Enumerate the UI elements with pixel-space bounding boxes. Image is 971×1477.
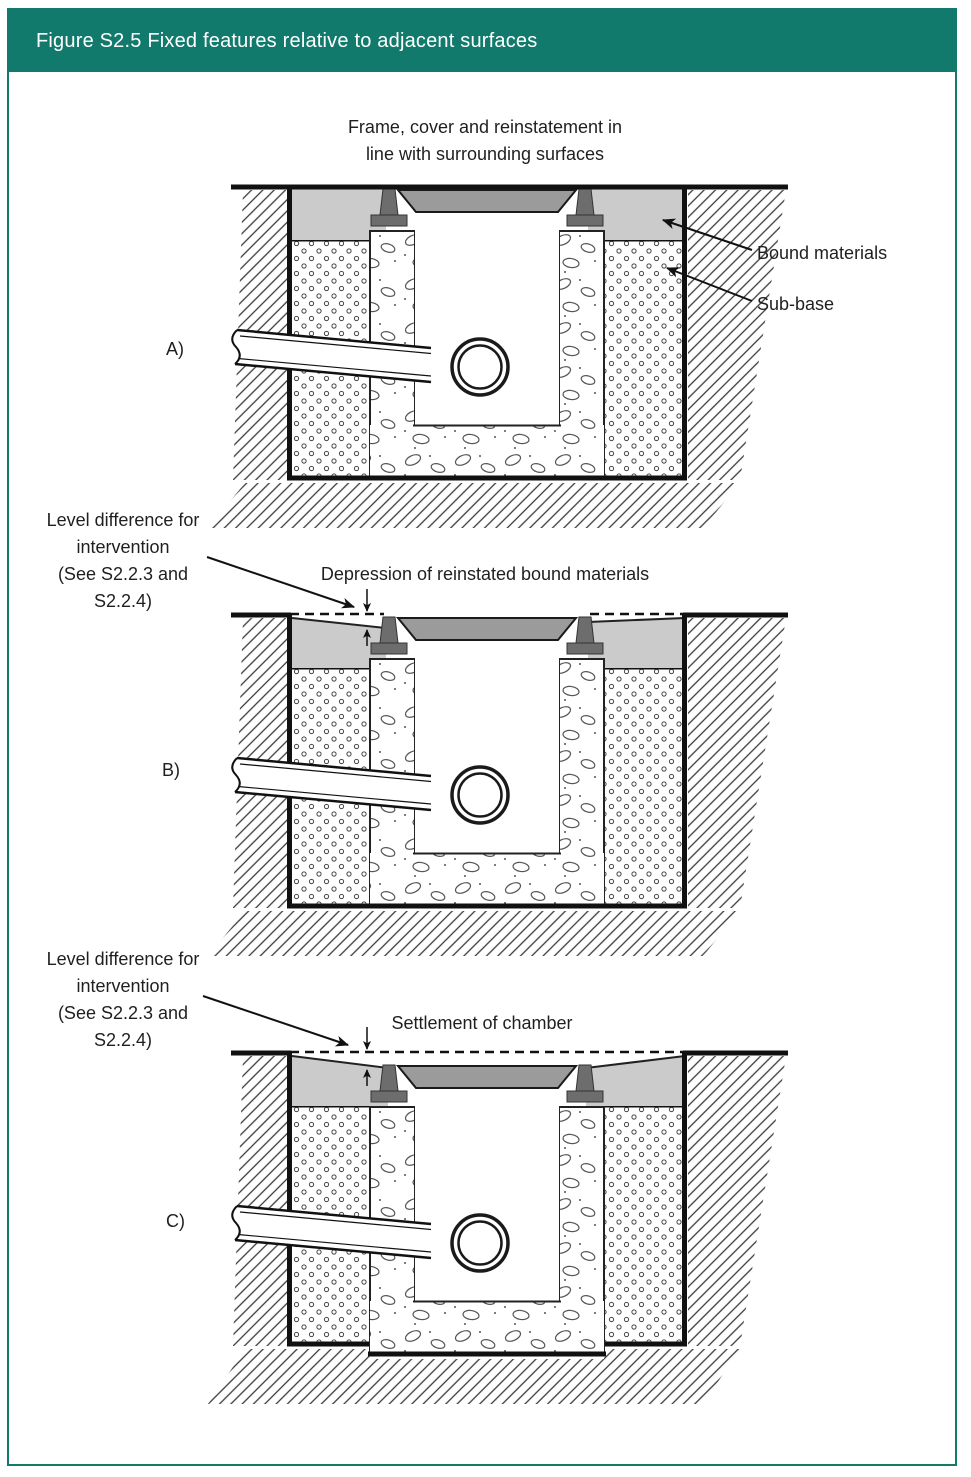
depressed-bound-materials: [292, 618, 386, 668]
bound-materials-layer: [586, 1056, 685, 1106]
ground-hatch: [208, 911, 740, 956]
diagram-c-caption: Settlement of chamber: [391, 1013, 573, 1033]
diagram-b-section: [206, 556, 788, 956]
depressed-bound-materials: [588, 618, 685, 668]
intervention-note-arrow: [202, 995, 350, 1047]
sub-base-callout-arrow: [665, 267, 753, 302]
diagram-b-letter: B): [162, 760, 180, 780]
intervention-note-arrow: [206, 556, 356, 609]
diagram-b-intervention-note: Level difference for intervention (See S…: [46, 510, 200, 611]
ground-hatch: [208, 483, 740, 528]
sub-base-label: Sub-base: [757, 294, 835, 314]
diagram-c-section: [202, 995, 788, 1404]
figure-title: Figure S2.5 Fixed features relative to a…: [36, 30, 538, 52]
diagram-a-letter: A): [166, 339, 184, 359]
diagram-b-caption: Depression of reinstated bound materials: [320, 564, 650, 584]
bound-materials-label: Bound materials: [757, 243, 888, 263]
diagram-c-letter: C): [166, 1211, 185, 1231]
figure-header-bar: Figure S2.5 Fixed features relative to a…: [9, 10, 955, 72]
bound-materials-callout-arrow: [661, 218, 753, 251]
bound-materials-layer: [292, 1056, 388, 1106]
diagram-a-section: [208, 184, 788, 528]
diagram-a-caption: Frame, cover and reinstatement in line w…: [347, 117, 623, 164]
ground-hatch: [208, 1349, 740, 1404]
diagram-c-intervention-note: Level difference for intervention (See S…: [46, 949, 200, 1050]
